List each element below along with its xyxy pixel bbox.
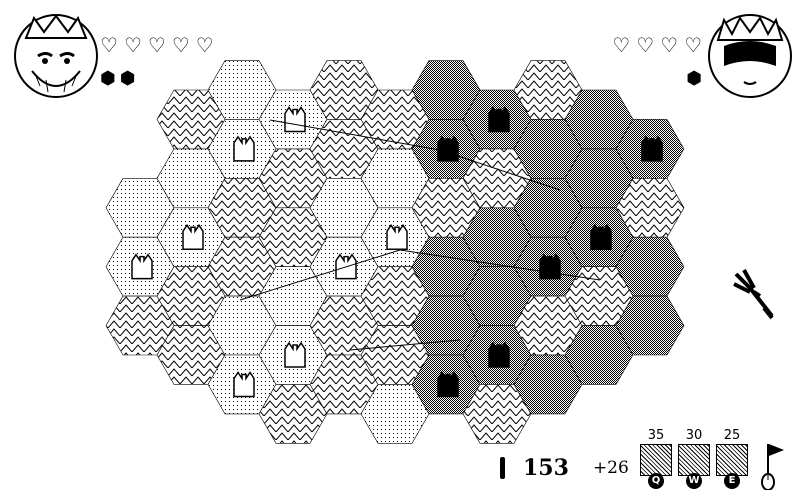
castle-tower-icon[interactable] xyxy=(284,106,306,133)
resource-bar: 153 +26 xyxy=(500,448,629,488)
castle-tower-icon[interactable] xyxy=(182,223,204,250)
enemy-building-icon[interactable] xyxy=(488,106,510,133)
enemy-building-icon[interactable] xyxy=(437,135,459,162)
hotkey-badge: Q xyxy=(648,473,664,489)
heart-icon: ♡ xyxy=(123,33,142,57)
hotkey-badge: E xyxy=(724,473,740,489)
supply-route-line xyxy=(239,249,401,301)
castle-tower-icon[interactable] xyxy=(386,223,408,250)
resource-income: +26 xyxy=(592,458,629,478)
cathedral-icon xyxy=(640,444,672,476)
hotkey-badge: W xyxy=(686,473,702,489)
heart-icon: ♡ xyxy=(171,33,190,57)
enemy-queen-portrait xyxy=(708,14,792,98)
build-cathedral-button[interactable]: 35 Q xyxy=(638,428,674,489)
supply-route-line xyxy=(399,249,601,281)
rally-flag-button[interactable] xyxy=(760,440,790,494)
heart-icon: ♡ xyxy=(660,33,679,57)
castle-tower-icon[interactable] xyxy=(233,371,255,398)
resource-amount: 153 xyxy=(523,455,569,481)
enemy-gems: ⬢ xyxy=(686,68,702,89)
unit-cost: 35 xyxy=(647,428,665,443)
player-gems: ⬢⬢ xyxy=(100,68,135,89)
supply-route-line xyxy=(349,339,461,351)
build-tower-button[interactable]: 25 E xyxy=(714,428,750,489)
flag-mouse-icon xyxy=(761,444,784,491)
player-hearts: ♡♡♡♡♡ xyxy=(100,34,214,56)
tower-icon xyxy=(716,444,748,476)
catapult-icon xyxy=(678,444,710,476)
gem-icon: ⬢ xyxy=(686,68,702,89)
heart-icon: ♡ xyxy=(147,33,166,57)
skeleton-hand-cursor-icon xyxy=(733,269,774,320)
heart-icon: ♡ xyxy=(684,33,702,57)
castle-tower-icon[interactable] xyxy=(233,135,255,162)
castle-tower-icon[interactable] xyxy=(131,253,153,280)
enemy-hex-tile[interactable] xyxy=(615,295,685,356)
heart-icon: ♡ xyxy=(195,33,214,57)
enemy-hearts: ♡♡♡♡ xyxy=(612,34,702,56)
supply-route-line xyxy=(269,119,441,151)
crowned-queen-icon xyxy=(716,16,784,85)
enemy-building-icon[interactable] xyxy=(437,371,459,398)
heart-icon: ♡ xyxy=(612,33,631,57)
gem-icon: ⬢ xyxy=(100,68,116,89)
resource-icon xyxy=(500,457,505,479)
supply-route-line xyxy=(439,149,561,191)
unit-cost: 30 xyxy=(685,428,703,443)
gem-icon: ⬢ xyxy=(119,68,136,89)
crowned-bearded-king-icon xyxy=(24,14,88,93)
player-king-portrait xyxy=(14,14,98,98)
heart-icon: ♡ xyxy=(636,33,655,57)
enemy-building-icon[interactable] xyxy=(539,253,561,280)
unit-cost: 25 xyxy=(723,428,741,443)
castle-tower-icon[interactable] xyxy=(284,341,306,368)
enemy-building-icon[interactable] xyxy=(488,341,510,368)
heart-icon: ♡ xyxy=(100,33,118,57)
enemy-building-icon[interactable] xyxy=(590,223,612,250)
build-catapult-button[interactable]: 30 W xyxy=(676,428,712,489)
enemy-building-icon[interactable] xyxy=(641,135,663,162)
